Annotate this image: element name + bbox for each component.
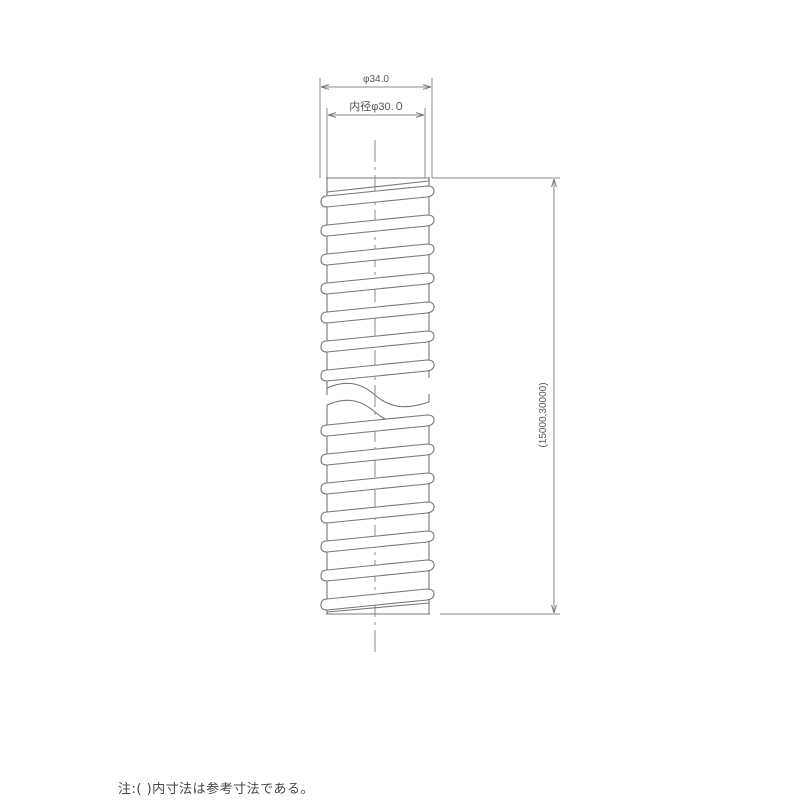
outer-diameter-dimension (319, 78, 433, 178)
inner-diameter-dimension (326, 108, 426, 178)
hose-ribs-lower (320, 414, 435, 611)
reference-dimension-note: 注:( )内寸法は参考寸法である。 (118, 782, 315, 797)
length-dimension (432, 177, 560, 615)
outer-diameter-label: φ34.0 (363, 74, 389, 85)
inner-diameter-label: 内径φ30.０ (349, 99, 404, 113)
hose-ribs-upper (320, 185, 435, 382)
length-label: (15000,30000) (538, 382, 549, 447)
